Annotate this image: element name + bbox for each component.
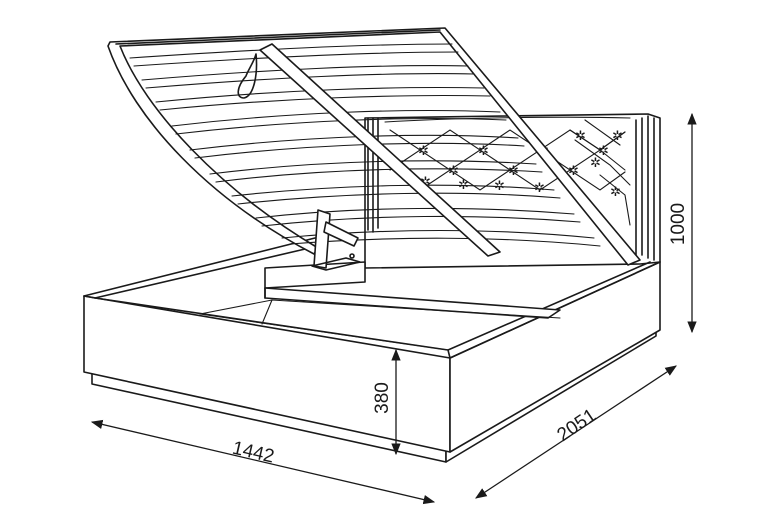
headboard-quilting [389,119,631,226]
svg-text:✲: ✲ [458,177,469,192]
dimension-width-label: 1442 [230,438,276,468]
dimension-length-label: 2051 [554,405,601,446]
svg-text:✲: ✲ [448,163,459,178]
svg-text:✲: ✲ [598,143,609,158]
gas-lift-mechanism [311,209,361,271]
dimension-height-base-label: 380 [372,382,393,414]
svg-text:✲: ✲ [420,174,431,189]
svg-text:✲: ✲ [478,143,489,158]
svg-text:✲: ✲ [590,155,601,170]
svg-text:✲: ✲ [568,163,579,178]
lifted-slatted-frame [107,27,641,266]
dimension-height-headboard-label: 1000 [668,203,689,245]
lift-strap-loop [237,53,258,99]
dimension-height-headboard: 1000 [668,112,697,334]
svg-text:✲: ✲ [610,184,621,199]
svg-text:✲: ✲ [418,143,429,158]
svg-text:✲: ✲ [494,178,505,193]
svg-text:✲: ✲ [534,180,545,195]
dimension-height-base: 380 [372,348,401,456]
svg-text:✲: ✲ [575,128,586,143]
svg-text:✲: ✲ [612,128,623,143]
headboard: ✲ ✲ ✲ ✲ ✲ ✲ ✲ ✲ ✲ ✲ ✲ ✲ ✲ ✲ ✲ [364,113,661,269]
